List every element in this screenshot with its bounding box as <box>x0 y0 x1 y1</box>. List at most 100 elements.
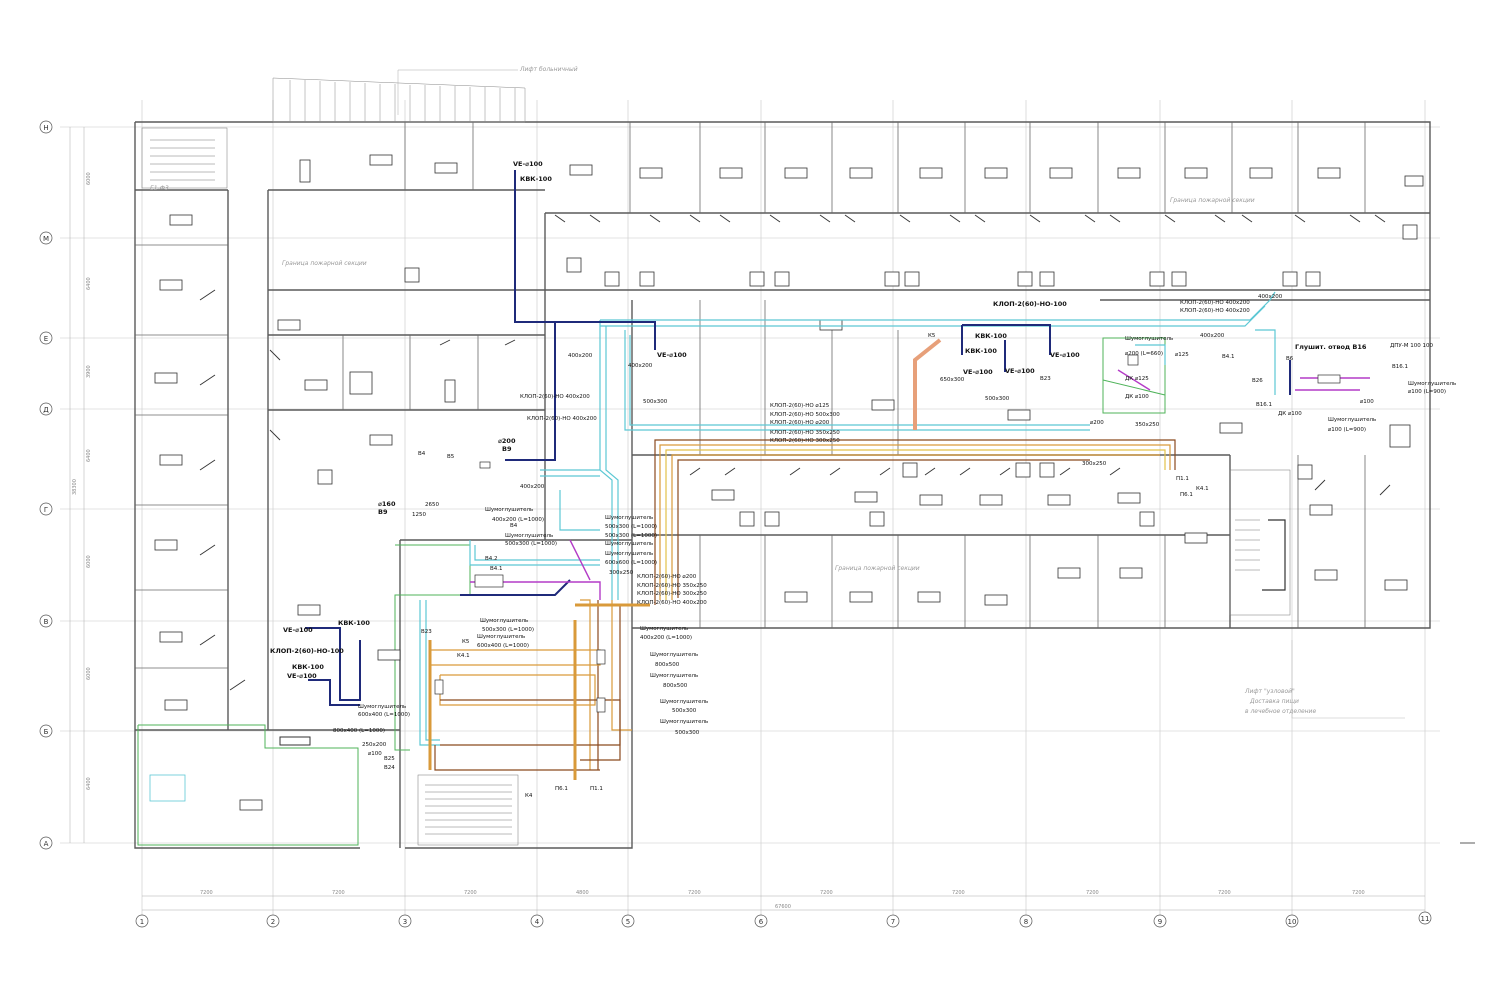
axis-row-label: Н <box>43 124 48 132</box>
axis-col-label: 11 <box>1421 915 1430 923</box>
axis-row-label: М <box>43 235 49 243</box>
label-klop: КЛОП-2(60)-НО-100 <box>270 647 344 655</box>
axis-col-label: 9 <box>1158 918 1162 926</box>
label-ve100: VE-⌀100 <box>963 368 993 376</box>
label-klop: КЛОП-2(60)-НО 500х300 <box>770 412 840 418</box>
label-dim: 300х250 <box>609 570 634 576</box>
axis-col-label: 6 <box>759 918 764 926</box>
label-silencer-dim: 600х600 (L=1000) <box>605 560 657 566</box>
label-v: В16.1 <box>1256 402 1272 408</box>
label-v: В5 <box>447 454 455 460</box>
axis-row-label: А <box>44 840 49 848</box>
staircase-bottom <box>417 774 519 846</box>
label-v: В4 <box>510 523 518 529</box>
label-silencer: Шумоглушитель <box>485 507 533 513</box>
label-dim: 400х200 <box>568 353 593 359</box>
label-dim: ⌀200 <box>1090 420 1104 426</box>
duct-bundle-warm <box>429 338 1176 771</box>
label-silencer-dim: 400х200 (L=1000) <box>492 517 544 523</box>
label-dpu: ДПУ-М 100 100 <box>1390 343 1434 349</box>
label-dim: ⌀100 <box>1360 399 1374 405</box>
dim-text: 6000 <box>86 172 92 185</box>
label-silencer-dim: ⌀100 (L=900) <box>1408 389 1446 395</box>
area-notes: Граница пожарной секции Граница пожарной… <box>282 197 1316 715</box>
label-silencer: Шумоглушитель <box>605 541 653 547</box>
label-v: В6 <box>1286 356 1294 362</box>
label-dim: ⌀125 <box>1175 352 1189 358</box>
label-glush: Глушит. отвод В16 <box>1295 343 1367 351</box>
label-silencer: Шумоглушитель <box>640 626 688 632</box>
label-silencer: Шумоглушитель <box>505 533 553 539</box>
label-klop: КЛОП-2(60)-НО ⌀200 <box>770 420 830 426</box>
axis-col-label: 2 <box>271 918 275 926</box>
label-v: В4.2 <box>485 556 498 562</box>
label-dim: 500х300 <box>643 399 668 405</box>
label-kvk100: КВК-100 <box>338 619 370 627</box>
label-ve100: VE-⌀100 <box>1050 351 1080 359</box>
staircase-right <box>1229 469 1291 616</box>
axis-col-label: 7 <box>891 918 895 926</box>
left-dimension-chain: 6000 6400 3900 6400 6000 6000 6400 38300 <box>69 127 92 843</box>
label-silencer-dim: 500х300 (L=1000) <box>605 524 657 530</box>
dim-text: 6400 <box>86 277 92 290</box>
room-partitions <box>135 122 1366 669</box>
label-silencer: Шумоглушитель <box>480 618 528 624</box>
axis-row-label: Г <box>44 506 48 514</box>
label-v: В4.1 <box>490 566 503 572</box>
dim-text: 7200 <box>820 890 833 896</box>
label-v: В23 <box>421 629 432 635</box>
axis-row-label: Б <box>44 728 49 736</box>
label-silencer: Шумоглушитель <box>660 719 708 725</box>
label-dim: 1250 <box>412 512 426 518</box>
dim-text: 7200 <box>200 890 213 896</box>
label-klop: КЛОП-2(60)-НО 400х200 <box>527 416 597 422</box>
dim-text: 7200 <box>332 890 345 896</box>
label-silencer: Шумоглушитель <box>358 704 406 710</box>
label-klop: КЛОП-2(60)-НО 400х200 <box>1180 300 1250 306</box>
shower-cells <box>317 224 1418 527</box>
axis-col-label: 4 <box>535 918 540 926</box>
dim-total: 67600 <box>775 904 791 910</box>
dim-text: 7200 <box>952 890 965 896</box>
label-p: П1.1 <box>1176 476 1189 482</box>
label-silencer-dim: 800х500 <box>663 683 688 689</box>
label-silencer: Шумоглушитель <box>1328 417 1376 423</box>
label-dim: ⌀200 <box>498 437 516 445</box>
label-silencer-dim: ⌀100 (L=900) <box>1328 427 1366 433</box>
label-dim: 400х200 <box>1258 294 1283 300</box>
label-klop: КЛОП-2(60)-НО-100 <box>993 300 1067 308</box>
dim-text: 6400 <box>86 777 92 790</box>
axis-col-label: 1 <box>140 918 144 926</box>
label-dim: 500х300 <box>985 396 1010 402</box>
label-dim: 400х200 <box>628 363 653 369</box>
label-klop: КЛОП-2(60)-НО 300х250 <box>770 438 840 444</box>
label-klop: КЛОП-2(60)-НО 300х250 <box>637 591 707 597</box>
label-ve100: VE-⌀100 <box>287 672 317 680</box>
label-klop: КЛОП-2(60)-НО 400х200 <box>1180 308 1250 314</box>
note-fire-boundary: Граница пожарной секции <box>835 565 920 572</box>
label-dk: ДК ⌀100 <box>1125 394 1149 400</box>
column-axis-labels: 1 2 3 4 5 6 7 8 9 10 11 <box>140 915 1430 926</box>
note-lift-right: в лечебное отделение <box>1245 708 1316 715</box>
label-v: В26 <box>1252 378 1263 384</box>
dim-text: 7200 <box>464 890 477 896</box>
label-silencer-dim: ⌀200 (L=660) <box>1125 351 1163 357</box>
label-silencer: Шумоглушитель <box>650 652 698 658</box>
label-silencer-dim: 800х400 (L=1000) <box>333 728 385 734</box>
label-klop: КЛОП-2(60)-НО 400х200 <box>520 394 590 400</box>
label-dim: ⌀160 <box>378 500 396 508</box>
label-kvk100: КВК-100 <box>975 332 1007 340</box>
label-silencer-dim: 500х300 (L=1000) <box>482 627 534 633</box>
label-ve100: VE-⌀100 <box>1005 367 1035 375</box>
label-v: В25 <box>384 756 395 762</box>
door-swings <box>199 214 1391 691</box>
label-v: В24 <box>384 765 395 771</box>
duct-labels: VE-⌀100 КВК-100 КЛОП-2(60)-НО-100 КВК-10… <box>150 160 1456 799</box>
label-silencer: Шумоглушитель <box>660 699 708 705</box>
label-p: П1.1 <box>590 786 603 792</box>
supply-ducts-cyan <box>419 291 1276 746</box>
label-kvk100: КВК-100 <box>292 663 324 671</box>
label-silencer-dim: 500х300 (L=1000) <box>605 533 657 539</box>
equipment-frame <box>149 774 186 802</box>
